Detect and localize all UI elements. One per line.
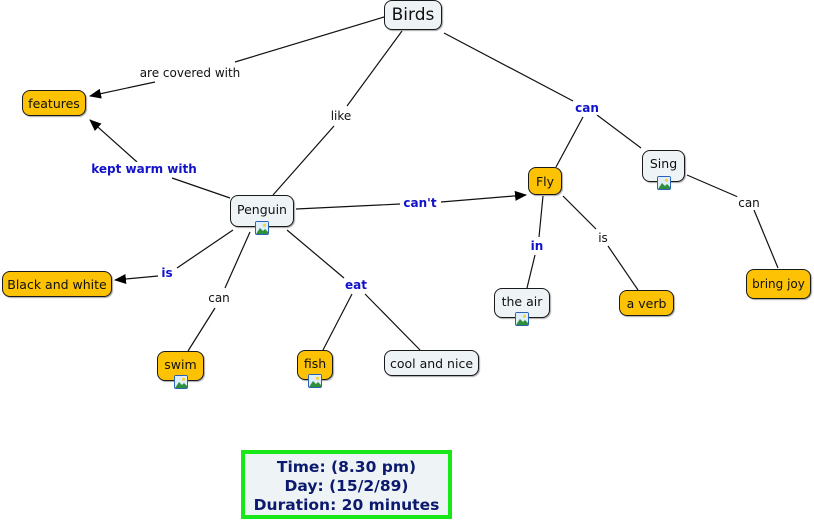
node-label: Sing xyxy=(649,155,678,171)
edge-penguin-can xyxy=(224,231,251,289)
edge-fly-is xyxy=(562,195,597,230)
link-can-penguin[interactable]: can xyxy=(207,291,231,305)
edge-birds-are-covered-with xyxy=(234,16,385,63)
edge-in-the-air xyxy=(526,254,536,289)
node-swim[interactable]: swim xyxy=(157,351,204,389)
node-features[interactable]: features xyxy=(22,90,86,116)
link-kept-warm-with[interactable]: kept warm with xyxy=(90,162,198,176)
link-is-penguin[interactable]: is xyxy=(160,266,174,280)
session-info-box[interactable]: Time: (8.30 pm) Day: (15/2/89) Duration:… xyxy=(241,450,452,519)
link-in[interactable]: in xyxy=(529,239,545,253)
link-can-sing[interactable]: can xyxy=(737,196,761,210)
info-time: Time: (8.30 pm) xyxy=(276,458,417,476)
node-birds[interactable]: Birds xyxy=(384,0,442,30)
edge-fly-in xyxy=(538,195,544,238)
node-label: a verb xyxy=(626,295,667,311)
node-fly[interactable]: Fly xyxy=(528,167,562,195)
link-is-fly[interactable]: is xyxy=(597,231,609,245)
edge-penguin-is xyxy=(176,229,234,269)
node-cool-and-nice[interactable]: cool and nice xyxy=(384,350,479,376)
edge-sing-can xyxy=(686,174,739,198)
edge-like-penguin xyxy=(272,125,335,196)
node-label: the air xyxy=(501,293,543,309)
edge-penguin-eat xyxy=(286,229,345,279)
edge-birds-can xyxy=(443,32,574,102)
node-fish[interactable]: fish xyxy=(297,350,333,388)
link-cant[interactable]: can't xyxy=(402,196,438,210)
node-black-and-white[interactable]: Black and white xyxy=(2,271,112,297)
node-label: Birds xyxy=(391,5,435,25)
node-label: features xyxy=(28,95,80,111)
link-eat[interactable]: eat xyxy=(344,278,368,292)
edge-kept-warm-with-features xyxy=(89,119,138,163)
info-day: Day: (15/2/89) xyxy=(284,477,409,495)
node-the-air[interactable]: the air xyxy=(494,288,550,326)
edge-penguin-kept-warm-with xyxy=(171,177,231,199)
edge-can-sing xyxy=(596,114,642,149)
edge-is-black-and-white xyxy=(114,274,159,284)
link-are-covered-with[interactable]: are covered with xyxy=(138,66,242,80)
edge-eat-cool-and-nice xyxy=(364,293,421,351)
image-icon[interactable] xyxy=(308,374,322,388)
image-icon[interactable] xyxy=(173,375,188,389)
edge-can-fly xyxy=(555,116,584,168)
edge-can-bring-joy xyxy=(753,209,779,269)
node-sing[interactable]: Sing xyxy=(642,150,685,190)
image-icon[interactable] xyxy=(255,221,269,235)
edge-birds-like xyxy=(346,30,403,107)
edge-can-swim xyxy=(187,307,216,352)
node-label: fish xyxy=(303,355,327,371)
node-label: swim xyxy=(164,356,197,372)
node-a-verb[interactable]: a verb xyxy=(619,290,674,316)
edge-eat-fish xyxy=(322,293,353,351)
info-duration: Duration: 20 minutes xyxy=(253,496,440,514)
node-penguin[interactable]: Penguin xyxy=(230,195,294,235)
node-bring-joy[interactable]: bring joy xyxy=(746,269,811,299)
image-icon[interactable] xyxy=(515,312,529,326)
edge-cant-fly xyxy=(440,190,527,203)
node-label: bring joy xyxy=(752,277,805,291)
node-label: Black and white xyxy=(7,276,107,292)
node-label: Fly xyxy=(535,173,555,189)
link-like[interactable]: like xyxy=(329,109,353,123)
edge-is-a-verb xyxy=(607,245,639,291)
image-icon[interactable] xyxy=(656,176,671,190)
node-label: cool and nice xyxy=(389,355,474,371)
edge-are-covered-with-features xyxy=(89,81,156,99)
edge-penguin-cant xyxy=(295,203,401,210)
node-label: Penguin xyxy=(237,201,287,217)
link-can-birds[interactable]: can xyxy=(574,101,600,115)
